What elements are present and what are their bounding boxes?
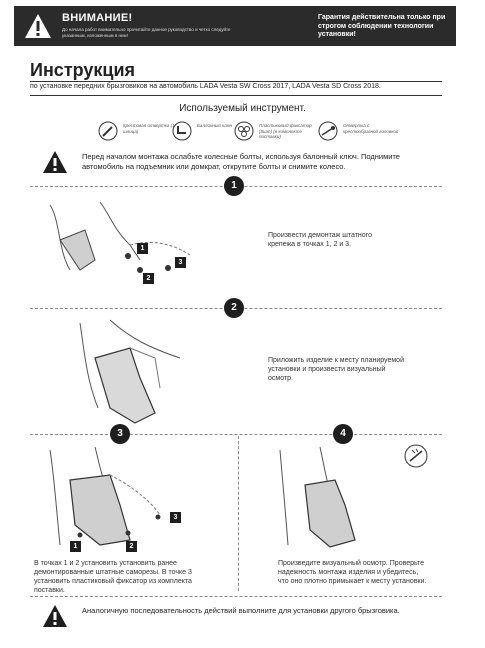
inspect-icon <box>404 444 428 468</box>
step-divider <box>30 434 442 435</box>
tool-item: Отвертка с крестообразной головкой <box>318 121 398 151</box>
callout-3: 3 <box>175 257 186 268</box>
step-4-text: Произведите визуальный осмотр. Проверьте… <box>278 560 427 585</box>
column-divider <box>238 436 239 591</box>
page-title: Инструкция <box>30 60 136 80</box>
step-1-illustration <box>49 201 191 273</box>
banner-title: ВНИМАНИЕ! <box>62 12 133 24</box>
tool-label: Баллонный ключ <box>197 123 233 128</box>
wrench-icon <box>172 121 192 141</box>
step-number: 2 <box>224 298 244 318</box>
warning-banner: ВНИМАНИЕ! До начала работ внимательно пр… <box>14 6 456 46</box>
step-divider <box>30 596 442 597</box>
step-number: 1 <box>224 176 244 196</box>
instruction-sheet <box>8 6 477 642</box>
callout-2: 2 <box>126 541 137 552</box>
tool-item: Крестовая отвертка (1 шлица) <box>98 121 175 151</box>
screw-icon <box>318 121 338 141</box>
tool-label: Пластиковый фиксатор (8шт) (в комплекте … <box>259 123 312 139</box>
step-1-text: Произвести демонтаж штатного крепежа в т… <box>268 232 372 248</box>
footer-note: Аналогичную последовательность действий … <box>82 606 400 615</box>
step-3-text: В точках 1 и 2 установить установить ран… <box>34 560 192 594</box>
subtitle-rule <box>30 95 442 96</box>
callout-1: 1 <box>70 541 81 552</box>
title-rule <box>30 81 442 82</box>
tool-label: Отвертка с крестообразной головкой <box>343 123 399 134</box>
notice-text: Перед началом монтажа ослабьте колесные … <box>82 152 400 171</box>
tools-title: Используемый инструмент. <box>179 103 306 114</box>
screwdriver-icon <box>98 121 118 141</box>
callout-3: 3 <box>170 512 181 523</box>
banner-guarantee: Гарантия действительна только при строго… <box>318 14 446 38</box>
tool-item: Пластиковый фиксатор (8шт) (в комплекте … <box>234 121 314 151</box>
step-3-illustration <box>49 446 161 546</box>
step-2-text: Приложить изделие к месту планируемой ус… <box>268 357 404 382</box>
tool-label: Крестовая отвертка (1 шлица) <box>123 123 175 134</box>
step-number: 3 <box>110 424 130 444</box>
warning-icon <box>43 151 67 173</box>
clip-icon <box>234 121 254 141</box>
page-subtitle: по установке передних брызговиков на авт… <box>30 83 381 90</box>
warning-icon <box>43 605 67 627</box>
tool-item: Баллонный ключ <box>172 121 232 151</box>
callout-2: 2 <box>143 273 154 284</box>
step-2-illustration <box>79 319 181 424</box>
step-number: 4 <box>333 424 353 444</box>
banner-subtitle: До начала работ внимательно прочитайте д… <box>62 27 231 38</box>
callout-1: 1 <box>137 243 148 254</box>
step-4-illustration <box>279 446 356 548</box>
warning-icon <box>25 14 51 38</box>
